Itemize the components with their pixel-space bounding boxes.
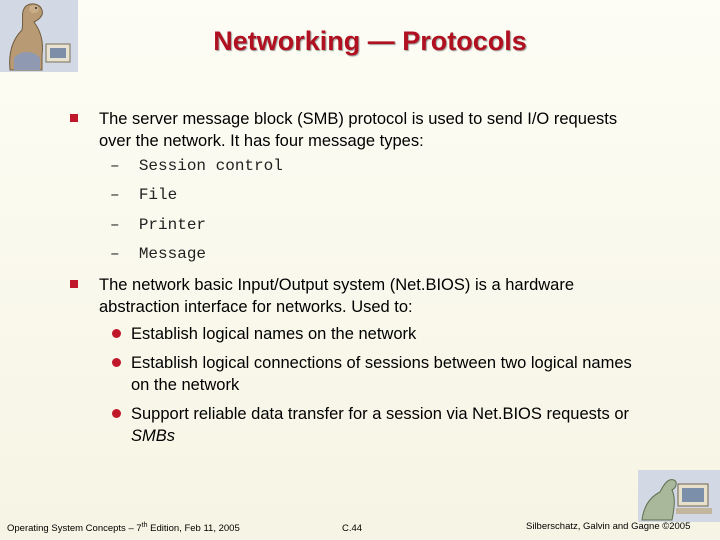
sub-item-printer: – Printer <box>110 216 207 234</box>
bullet-text: The server message block (SMB) protocol … <box>99 110 618 150</box>
round-bullet-icon <box>112 358 121 367</box>
footer-page-number: C.44 <box>342 523 363 534</box>
bullet-text: The network basic Input/Output system (N… <box>99 276 575 316</box>
sub-item-file: – File <box>110 186 178 204</box>
bullet-netbios: The network basic Input/Output system (N… <box>70 274 650 318</box>
sub-item-logical-names: Establish logical names on the network <box>131 325 417 343</box>
slide-title: Networking — Protocols <box>213 26 527 56</box>
dinosaur-computer-icon <box>638 470 720 522</box>
footer-authors: Silberschatz, Galvin and Gagne ©2005 <box>526 521 691 532</box>
dinosaur-logo-icon <box>0 0 78 72</box>
sub-item-logical-connections: Establish logical connections of session… <box>131 354 632 394</box>
round-bullet-icon <box>112 329 121 338</box>
bullet-smb: The server message block (SMB) protocol … <box>70 108 650 152</box>
sub-item-session-control: – Session control <box>110 157 283 175</box>
round-bullet-icon <box>112 409 121 418</box>
sub-item-reliable-transfer: Support reliable data transfer for a ses… <box>131 405 629 445</box>
square-bullet-icon <box>70 114 78 122</box>
sub-item-message: – Message <box>110 245 207 263</box>
footer-course-info: Operating System Concepts – 7th Edition,… <box>7 522 240 535</box>
square-bullet-icon <box>70 280 78 288</box>
